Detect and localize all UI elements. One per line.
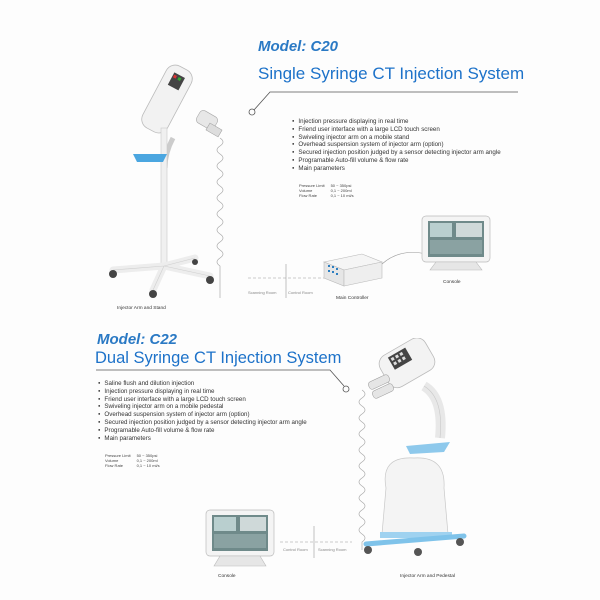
c22-control-room-label: Control Room: [283, 547, 308, 552]
c22-injector-pedestal-image: [358, 338, 467, 556]
feature-item: Overhead suspension system of injector a…: [292, 141, 501, 149]
param-row: Pressure Limit 50 ~ 350psi: [299, 183, 360, 188]
param-name: Volume: [299, 188, 313, 193]
feature-item: Secured injection position judged by a s…: [98, 419, 306, 427]
feature-item: Friend user interface with a large LCD t…: [98, 396, 307, 404]
c20-control-room-label: Control Room: [288, 290, 313, 295]
feature-item: Secured injection position judged by a s…: [292, 149, 500, 157]
c20-room-divider: [248, 264, 330, 298]
param-row: Pressure Limit 50 ~ 350psi: [105, 453, 166, 458]
c22-model-label: Model: C22: [97, 331, 178, 348]
c20-stand-caption: Injector Arm and Stand: [117, 306, 166, 311]
c20-feature-list: Injection pressure displaying in real ti…: [292, 118, 501, 173]
param-name: Pressure Limit: [105, 453, 131, 458]
c22-params-table: Pressure Limit 50 ~ 350psi Volume 0,1 ~ 20…: [105, 453, 166, 468]
param-value: 50 ~ 350psi: [330, 183, 352, 188]
c22-console-image: [205, 509, 275, 567]
feature-item: Saline flush and dilution injection: [98, 380, 307, 388]
feature-item: Programable Auto-fill volume & flow rate: [98, 427, 307, 435]
c20-console-caption: Console: [443, 280, 461, 285]
param-row: Volume 0,1 ~ 200ml: [105, 458, 166, 463]
c22-scanning-room-label: Scanning Room: [318, 547, 347, 552]
param-name: Flow Rate: [105, 463, 124, 468]
feature-item: Main parameters: [292, 165, 501, 173]
feature-item: Injection pressure displaying in real ti…: [98, 388, 307, 396]
param-row: Flow Rate 0,1 ~ 10 ml/s: [299, 193, 360, 198]
c20-controller-caption: Main Controller: [336, 296, 369, 301]
feature-item: Programable Auto-fill volume & flow rate: [292, 157, 501, 165]
feature-item: Injection pressure displaying in real ti…: [292, 118, 501, 126]
feature-item: Swiveling injector arm on a mobile stand: [292, 134, 501, 142]
c20-callout-line: [248, 91, 518, 116]
main-controller-image: [322, 253, 384, 287]
param-value: 0,1 ~ 10 ml/s: [330, 193, 354, 198]
param-value: 0,1 ~ 200ml: [136, 458, 158, 463]
param-name: Pressure Limit: [299, 183, 325, 188]
param-name: Volume: [105, 458, 119, 463]
feature-item: Overhead suspension system of injector a…: [98, 411, 307, 419]
c20-console-image: [421, 215, 491, 271]
feature-item: Main parameters: [98, 435, 307, 443]
c22-title: Dual Syringe CT Injection System: [95, 349, 342, 367]
param-value: 50 ~ 350psi: [136, 453, 158, 458]
c20-title: Single Syringe CT Injection System: [258, 64, 525, 83]
c20-scanning-room-label: Scanning Room: [248, 290, 277, 295]
feature-item: Friend user interface with a large LCD t…: [292, 126, 501, 134]
c22-console-caption: Console: [218, 574, 236, 579]
param-value: 0,1 ~ 10 ml/s: [136, 463, 160, 468]
c22-room-divider: [280, 526, 352, 558]
param-row: Flow Rate 0,1 ~ 10 ml/s: [105, 463, 166, 468]
c22-callout-line: [96, 369, 350, 393]
param-value: 0,1 ~ 200ml: [330, 188, 352, 193]
param-row: Volume 0,1 ~ 200ml: [299, 188, 360, 193]
c20-params-table: Pressure Limit 50 ~ 350psi Volume 0,1 ~ 20…: [299, 183, 360, 198]
c22-pedestal-caption: Injector Arm and Pedestal: [400, 574, 455, 579]
c20-injector-stand-image: [109, 64, 224, 298]
c20-model-label: Model: C20: [258, 38, 339, 55]
c22-feature-list: Saline flush and dilution injection Inje…: [98, 380, 307, 443]
feature-item: Swiveling injector arm on a mobile pedes…: [98, 403, 307, 411]
param-name: Flow Rate: [299, 193, 318, 198]
